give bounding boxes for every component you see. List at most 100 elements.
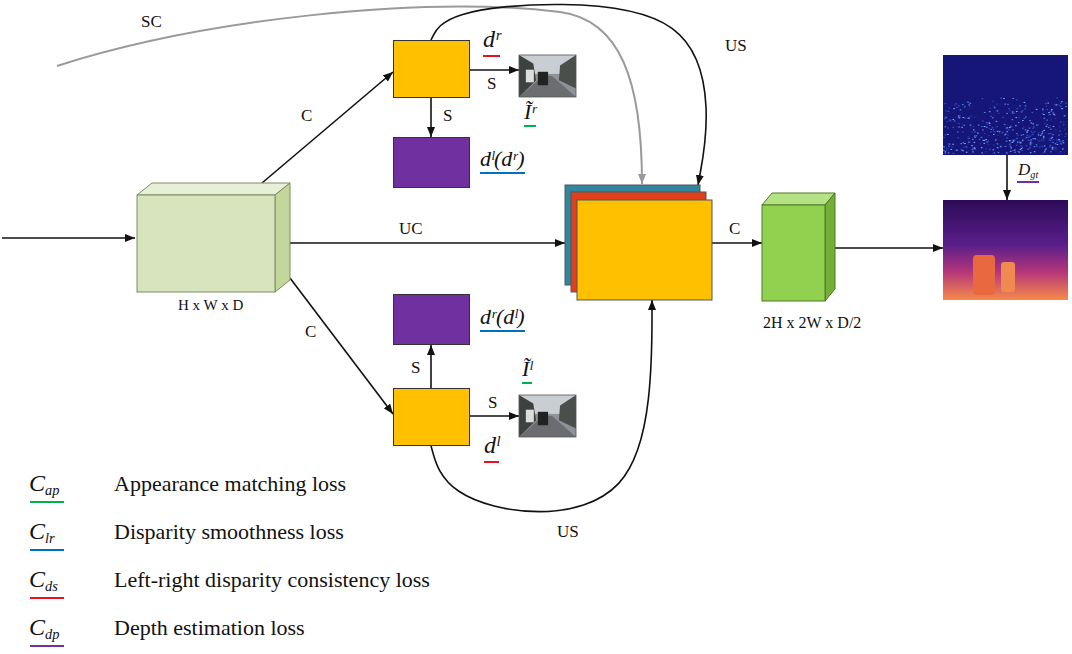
lidar-point <box>952 144 954 145</box>
lidar-point <box>988 135 990 136</box>
node-shape <box>519 55 576 97</box>
lidar-point <box>989 125 991 126</box>
lidar-point <box>1049 147 1051 148</box>
lidar-point <box>1051 109 1053 110</box>
lidar-point <box>946 117 948 118</box>
lidar-point <box>998 113 1000 114</box>
node-shape <box>393 137 470 188</box>
lidar-point <box>1036 146 1038 147</box>
lidar-point <box>1034 131 1036 132</box>
lidar-point <box>968 102 970 103</box>
lidar-point <box>1055 129 1057 130</box>
photo-trees <box>559 55 576 89</box>
lidar-point <box>1065 106 1067 107</box>
lidar-point <box>1029 148 1031 149</box>
lidar-point <box>971 132 973 133</box>
lidar-point <box>963 125 965 126</box>
lidar-point <box>1046 120 1048 121</box>
lidar-point <box>948 146 950 147</box>
lidar-point <box>1023 118 1025 119</box>
lidar-point <box>986 127 988 128</box>
lidar-point <box>1009 140 1011 141</box>
lidar-point <box>1048 114 1050 115</box>
lidar-point <box>1017 142 1019 143</box>
photo-frame <box>519 55 576 97</box>
node-caption: Ĩʳ <box>524 99 536 127</box>
lidar-point <box>1053 126 1055 127</box>
lidar-point <box>1015 117 1017 118</box>
lidar-point <box>1006 132 1008 133</box>
lidar-point <box>1012 130 1014 131</box>
lidar-point <box>1029 120 1031 121</box>
feature-box <box>394 389 470 446</box>
node-shape <box>943 200 1068 300</box>
edge-label: US <box>724 36 748 56</box>
lidar-point <box>948 108 950 109</box>
legend-text: Depth estimation loss <box>113 615 306 640</box>
lidar-point <box>1028 137 1030 138</box>
photo-truck <box>526 410 534 423</box>
lidar-point <box>1063 142 1065 143</box>
symbol-subscript: dp <box>45 626 59 642</box>
node-caption: H x W x D <box>178 297 243 314</box>
lidar-point <box>954 120 956 121</box>
connector-arrow <box>835 247 943 249</box>
lidar-point <box>1012 142 1014 143</box>
depth-object <box>1001 262 1015 292</box>
lidar-point <box>992 127 994 129</box>
lidar-point <box>1019 142 1021 143</box>
lidar-point <box>1032 123 1034 124</box>
lidar-point <box>1026 131 1028 132</box>
lidar-point <box>1064 115 1066 116</box>
lidar-point <box>1034 138 1036 139</box>
lidar-point <box>1053 114 1055 115</box>
lidar-point <box>956 107 958 108</box>
lidar-point <box>1042 146 1044 147</box>
lidar-point <box>1014 152 1016 153</box>
lidar-point <box>1043 130 1045 131</box>
lidar-point <box>974 136 976 137</box>
lidar-point <box>996 104 998 105</box>
lidar-point <box>1010 126 1012 127</box>
lidar-point <box>1057 140 1059 141</box>
edge-label: US <box>556 522 580 542</box>
lidar-point <box>969 105 971 106</box>
lidar-point <box>1030 144 1032 145</box>
lidar-point <box>1062 108 1064 109</box>
legend-swatch <box>30 549 64 551</box>
lidar-point <box>1055 147 1057 148</box>
lidar-point <box>958 116 960 117</box>
lidar-point <box>1018 152 1020 153</box>
lidar-point <box>1061 108 1063 109</box>
edge-label: S <box>442 106 453 126</box>
photo-trees <box>559 395 576 429</box>
lidar-point <box>1012 98 1014 99</box>
lidar-point <box>989 111 991 112</box>
lidar-point <box>1004 135 1006 136</box>
photo-ground <box>519 395 576 437</box>
lidar-point <box>967 118 969 119</box>
lidar-point <box>1021 111 1023 112</box>
lidar-point <box>985 151 987 152</box>
cuboid-top <box>137 183 290 195</box>
lidar-point <box>986 122 988 123</box>
lidar-point <box>953 127 955 128</box>
lidar-point <box>1016 138 1018 139</box>
lidar-point <box>1046 120 1048 121</box>
lidar-point <box>1056 149 1058 150</box>
lidar-point <box>967 102 969 103</box>
lidar-point <box>1008 129 1010 130</box>
lidar-point <box>1029 127 1031 129</box>
lidar-point <box>1027 140 1029 141</box>
lidar-point <box>948 144 950 145</box>
symbol-main: C <box>29 566 45 592</box>
lidar-point <box>1040 135 1042 136</box>
depth-map <box>943 200 1068 300</box>
lidar-point <box>955 103 957 104</box>
lidar-point <box>1051 138 1053 139</box>
lidar-point <box>944 103 946 104</box>
lidar-node <box>943 55 1068 155</box>
lidar-point <box>1021 150 1023 151</box>
lidar-point <box>945 134 947 135</box>
lidar-point <box>1045 148 1047 149</box>
